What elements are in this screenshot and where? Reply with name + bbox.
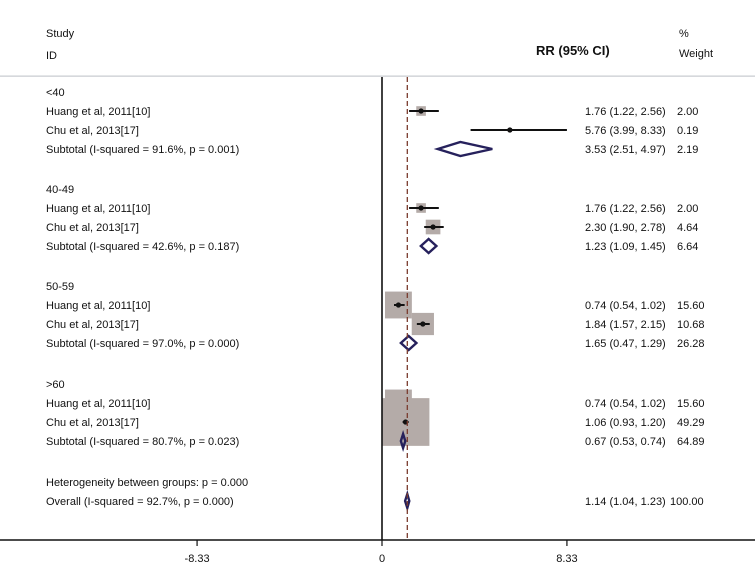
x-tick-label: 0: [379, 553, 385, 565]
subtotal-ci-text: 0.67 (0.53, 0.74): [585, 436, 666, 448]
study-point: [507, 127, 513, 133]
subtotal-diamond: [399, 430, 407, 452]
subtotal-ci-text: 1.65 (0.47, 1.29): [585, 338, 666, 350]
study-point: [430, 224, 436, 230]
overall-name: Overall (I-squared = 92.7%, p = 0.000): [46, 496, 234, 508]
subtotal-weight: 2.19: [677, 144, 698, 156]
study-name: Huang et al, 2011[10]: [46, 106, 150, 118]
group-label: <40: [46, 87, 65, 99]
overall-diamond: [403, 489, 411, 513]
study-ci-text: 5.76 (3.99, 8.33): [585, 125, 666, 137]
subtotal-diamond: [399, 334, 419, 352]
study-weight: 10.68: [677, 319, 705, 331]
study-weight: 15.60: [677, 398, 705, 410]
study-name: Chu et al, 2013[17]: [46, 222, 139, 234]
x-tick-label: 8.33: [556, 553, 577, 565]
header-effect-label: RR (95% CI): [536, 43, 610, 58]
subtotal-weight: 26.28: [677, 338, 705, 350]
header-percent: %: [679, 28, 689, 40]
study-ci-text: 1.84 (1.57, 2.15): [585, 319, 666, 331]
subtotal-ci-text: 1.23 (1.09, 1.45): [585, 241, 666, 253]
study-weight: 4.64: [677, 222, 698, 234]
study-weight: 2.00: [677, 106, 698, 118]
study-ci-text: 2.30 (1.90, 2.78): [585, 222, 666, 234]
header-weight: Weight: [679, 48, 713, 60]
study-name: Huang et al, 2011[10]: [46, 203, 150, 215]
study-point: [395, 302, 402, 308]
subtotal-name: Subtotal (I-squared = 42.6%, p = 0.187): [46, 241, 239, 253]
study-ci-text: 1.76 (1.22, 2.56): [585, 203, 666, 215]
study-ci-text: 1.06 (0.93, 1.20): [585, 417, 666, 429]
header-study: Study: [46, 28, 75, 40]
study-point: [420, 321, 426, 327]
study-name: Chu et al, 2013[17]: [46, 417, 139, 429]
subtotal-name: Subtotal (I-squared = 97.0%, p = 0.000): [46, 338, 239, 350]
x-axis: -8.33 0 8.33: [0, 77, 755, 565]
subtotal-ci-text: 3.53 (2.51, 4.97): [585, 144, 666, 156]
subtotal-name: Subtotal (I-squared = 80.7%, p = 0.023): [46, 436, 239, 448]
study-weight: 2.00: [677, 203, 698, 215]
study-weight: 15.60: [677, 300, 705, 312]
study-ci-text: 0.74 (0.54, 1.02): [585, 398, 666, 410]
heterogeneity-text: Heterogeneity between groups: p = 0.000: [46, 477, 248, 489]
study-point: [418, 205, 424, 211]
study-name: Chu et al, 2013[17]: [46, 125, 139, 137]
header-band: [0, 0, 755, 76]
subtotal-weight: 6.64: [677, 241, 698, 253]
study-ci-text: 0.74 (0.54, 1.02): [585, 300, 666, 312]
group-label: 40-49: [46, 184, 74, 196]
subtotal-diamond: [419, 237, 439, 255]
study-name: Huang et al, 2011[10]: [46, 300, 150, 312]
x-tick-label: -8.33: [185, 553, 210, 565]
study-weight: 49.29: [677, 417, 705, 429]
study-weight: 0.19: [677, 125, 698, 137]
subtotal-diamond: [433, 140, 493, 158]
subtotal-name: Subtotal (I-squared = 91.6%, p = 0.001): [46, 144, 239, 156]
header-id: ID: [46, 50, 57, 62]
study-name: Chu et al, 2013[17]: [46, 319, 139, 331]
subtotal-weight: 64.89: [677, 436, 705, 448]
study-ci-text: 1.76 (1.22, 2.56): [585, 106, 666, 118]
plot-area: [0, 77, 755, 572]
study-name: Huang et al, 2011[10]: [46, 398, 150, 410]
overall-weight: 100.00: [670, 496, 704, 508]
group-label: >60: [46, 379, 65, 391]
study-point: [418, 108, 424, 114]
group-label: 50-59: [46, 281, 74, 293]
overall-ci-text: 1.14 (1.04, 1.23): [585, 496, 666, 508]
